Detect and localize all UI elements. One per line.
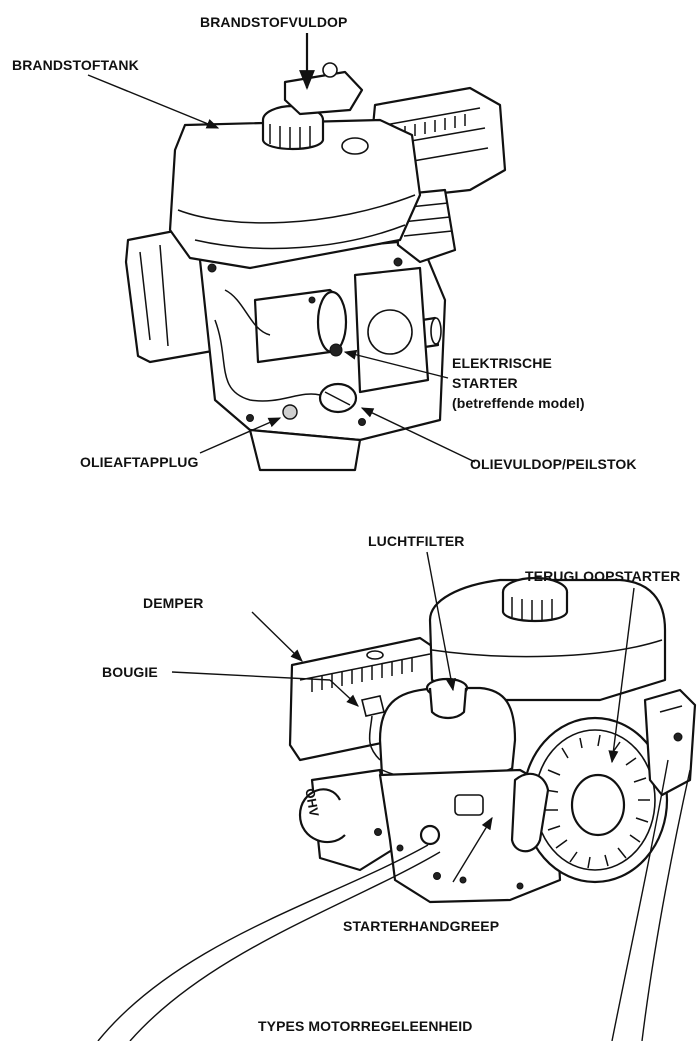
recoil-starter-label: TERUGLOOPSTARTER [525,568,681,584]
oil-filler-cap-label: OLIEVULDOP/PEILSTOK [470,456,637,472]
electric-starter-label-line1: ELEKTRISCHE [452,355,552,371]
spark-plug-label: BOUGIE [102,664,158,680]
leader-lines [87,33,691,1041]
electric-starter-label-line3: (betreffende model) [452,395,585,411]
fuel-cap-label: BRANDSTOFVULDOP [200,14,348,30]
muffler-label: DEMPER [143,595,204,611]
air-cleaner-label: LUCHTFILTER [368,533,465,549]
starter-grip-label: STARTERHANDGREEP [343,918,500,934]
oil-drain-plug-label: OLIEAFTAPPLUG [80,454,199,470]
electric-starter-label-line2: STARTER [452,375,518,391]
bottom-engine-drawing [288,576,697,904]
top-engine-drawing [124,62,507,472]
fuel-tank-label: BRANDSTOFTANK [12,57,139,73]
engine-control-types-label: TYPES MOTORREGELEENHEID [258,1018,473,1034]
